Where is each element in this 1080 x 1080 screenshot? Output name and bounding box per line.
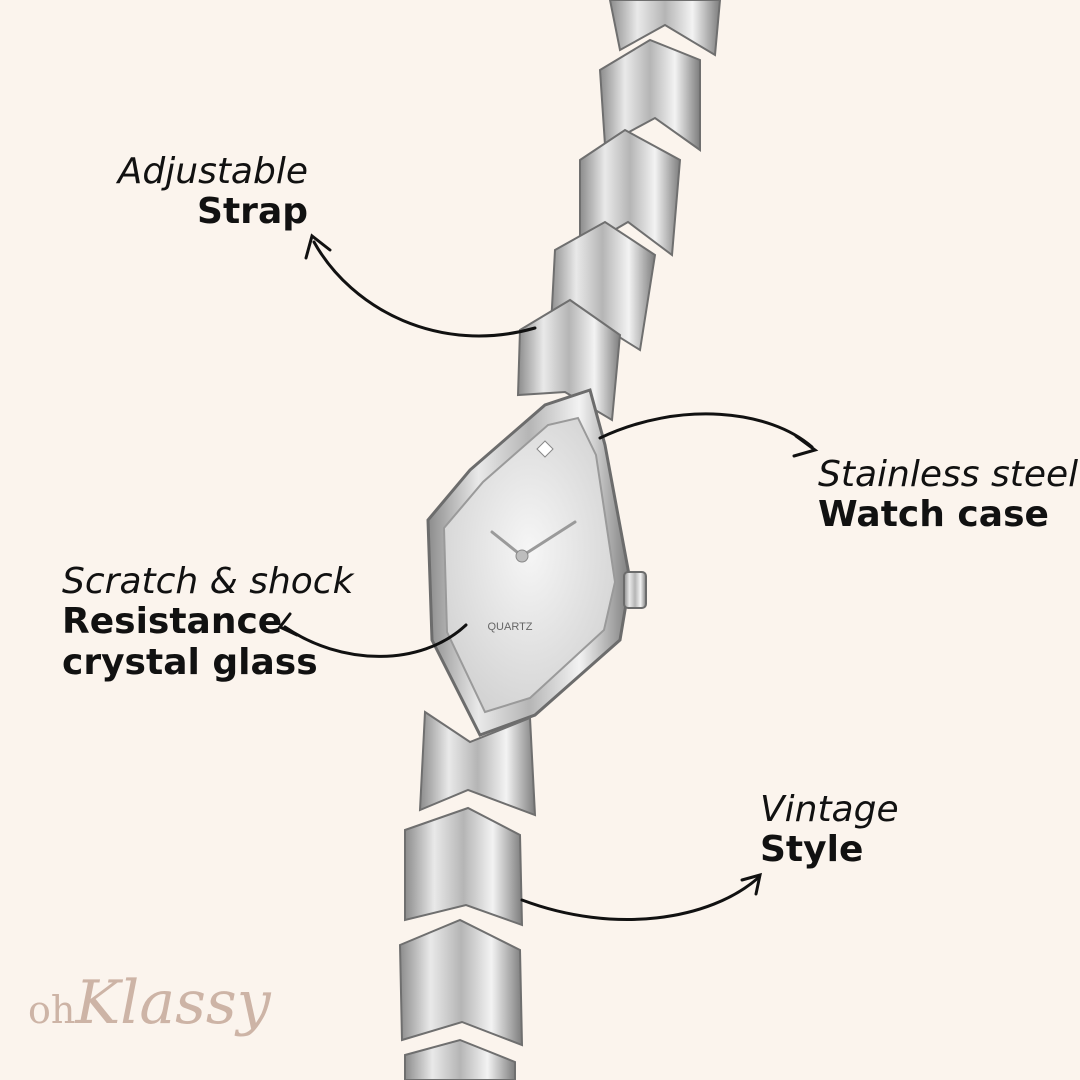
bracelet-lower <box>398 710 537 1080</box>
callout-strap-line1: Adjustable <box>117 151 308 192</box>
callout-style-line2: Style <box>760 829 864 871</box>
dial-text: QUARTZ <box>487 621 532 633</box>
brand-logo-name: Klassy <box>75 968 271 1038</box>
crown <box>623 571 647 609</box>
callout-glass-line1: Scratch & shock <box>62 561 354 602</box>
callout-glass-line2: Resistance <box>62 601 283 643</box>
callout-strap: Adjustable Strap <box>117 151 308 233</box>
arrow-glass <box>283 623 468 658</box>
callout-case-line1: Stainless steel <box>818 454 1079 495</box>
callout-style: Vintage Style <box>760 789 899 871</box>
bracelet-upper <box>516 0 722 422</box>
callout-case-line2: Watch case <box>818 494 1049 536</box>
callout-arrows <box>277 233 819 921</box>
arrow-style <box>520 876 760 921</box>
callout-strap-line2: Strap <box>197 191 308 233</box>
arrow-strap <box>312 240 537 338</box>
arrowhead-case <box>792 434 819 458</box>
arrowhead-strap <box>304 233 332 260</box>
watch-case: QUARTZ <box>426 388 647 737</box>
callout-glass: Scratch & shock Resistance crystal glass <box>62 561 354 683</box>
arrowhead-glass <box>277 612 299 637</box>
arrowhead-style <box>740 872 762 896</box>
callout-case: Stainless steel Watch case <box>818 454 1079 536</box>
arrow-case <box>598 412 814 449</box>
brand-logo-prefix: oh <box>28 988 76 1032</box>
brand-logo: ohKlassy <box>28 968 271 1038</box>
callout-style-line1: Vintage <box>760 789 899 830</box>
callout-glass-line3: crystal glass <box>62 641 318 683</box>
